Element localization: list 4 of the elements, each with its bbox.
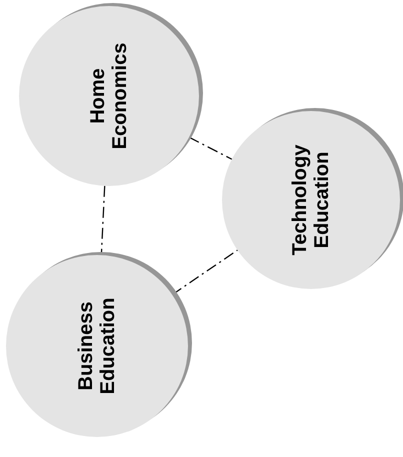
topic-label: Home Economics — [87, 42, 131, 152]
topic-label: Technology Education — [289, 144, 333, 258]
connector-line — [188, 136, 232, 160]
topic-label: Business Education — [75, 296, 119, 396]
